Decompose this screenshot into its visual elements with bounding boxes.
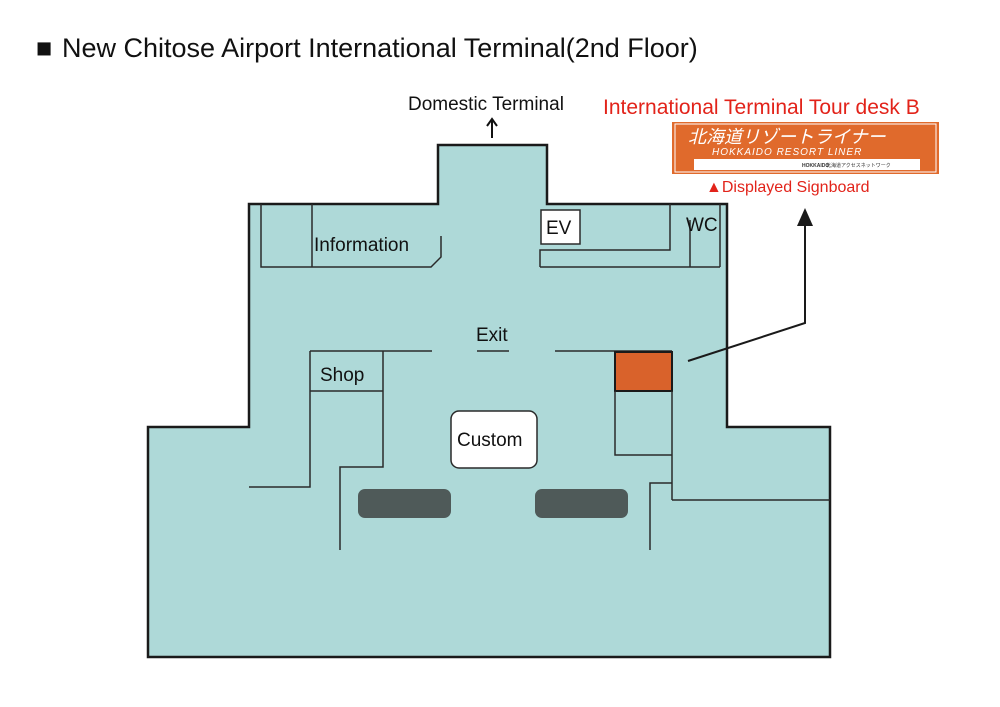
ev-label: EV — [546, 218, 572, 239]
signboard-logo-text: HOKKAIDO — [802, 163, 829, 169]
right-partitions — [614, 391, 830, 550]
signboard: 北海道リゾートライナー HOKKAIDO RESORT LINER HOKKAI… — [672, 122, 939, 174]
information-area — [260, 204, 442, 268]
shop-label: Shop — [320, 365, 364, 386]
bench-right — [535, 489, 628, 518]
tour-desk-b — [614, 351, 673, 392]
elevator — [540, 209, 581, 245]
page-title: New Chitose Airport International Termin… — [62, 33, 698, 63]
wc-label: WC — [686, 215, 718, 236]
wc-area — [539, 204, 721, 268]
exit-label: Exit — [476, 325, 508, 346]
callout-arrow — [687, 208, 813, 362]
terminal-floor — [146, 143, 832, 659]
signboard-japanese-text: 北海道リゾートライナー — [688, 127, 887, 148]
information-label: Information — [314, 235, 409, 256]
bench-left — [358, 489, 451, 518]
signboard-small-text: 北海道アクセスネットワーク — [826, 162, 891, 169]
signboard-english-text: HOKKAIDO RESORT LINER — [712, 147, 862, 158]
custom-label: Custom — [457, 430, 522, 451]
domestic-terminal-label: Domestic Terminal — [408, 94, 564, 115]
displayed-signboard-label: ▲Displayed Signboard — [706, 179, 869, 196]
custom-box — [450, 410, 538, 469]
title-marker: ■ — [36, 33, 52, 63]
shop-area — [249, 351, 384, 550]
arrow-up-icon — [486, 117, 498, 138]
tour-desk-title: International Terminal Tour desk B — [603, 96, 920, 119]
